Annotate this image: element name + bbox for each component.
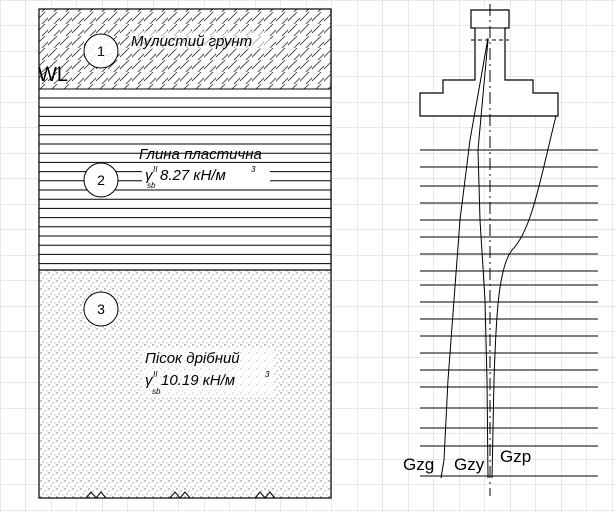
layer-3-label: Пісок дрібний γ II sb 10.19 кН/м 3 [142, 348, 274, 396]
layer-2-gamma-letter: γ [145, 167, 154, 184]
layer-3-gamma-sub: sb [152, 387, 161, 396]
layer-3-name: Пісок дрібний [145, 350, 240, 367]
layer-3-number: 3 [97, 301, 105, 317]
gzg-label: Gzg [403, 455, 434, 474]
foundation-outline [419, 9, 559, 117]
stress-diagram: Gzg Gzy Gzp [403, 4, 598, 496]
gzy-label: Gzy [454, 455, 485, 474]
layer-2-number-circle [83, 162, 119, 198]
water-level-label: WL [38, 64, 68, 86]
layer-2-name: Глина пластична [139, 146, 262, 163]
layer-3-gamma-letter: γ [145, 372, 154, 389]
bottom-break-symbol [85, 491, 276, 499]
gzp-curve [491, 115, 557, 479]
layer-3-unit-power: 3 [265, 370, 270, 379]
layer-2-number: 2 [97, 172, 105, 188]
layer-3-gamma-value: 10.19 кН/м [161, 372, 235, 389]
gzy-curve [477, 39, 489, 479]
layer-2-gamma-sup: II [153, 165, 158, 174]
layer-1-name: Мулистий грунт [131, 33, 252, 50]
gzp-label: Gzp [500, 447, 531, 466]
soil-column: WL 1 2 3 Мулистий грунт Глина пластична … [38, 8, 332, 499]
soil-column-outline [38, 8, 332, 499]
layer-2-unit-power: 3 [251, 165, 256, 174]
layer-1-label-bg [130, 31, 270, 49]
layer-3-gamma-sup: II [153, 370, 158, 379]
gzg-curve [440, 37, 489, 479]
layer-3-number-circle [83, 291, 119, 327]
layer-2-gamma-formula: γ II sb 8.27 кН/м 3 [142, 165, 270, 190]
layer-2-gamma-sub: sb [147, 181, 156, 190]
depth-lines [420, 149, 598, 477]
clay-lines [39, 97, 331, 265]
layer-2-gamma-value: 8.27 кН/м [160, 167, 226, 184]
layer-1-number-circle [83, 33, 119, 69]
layer-1-number: 1 [97, 43, 105, 59]
